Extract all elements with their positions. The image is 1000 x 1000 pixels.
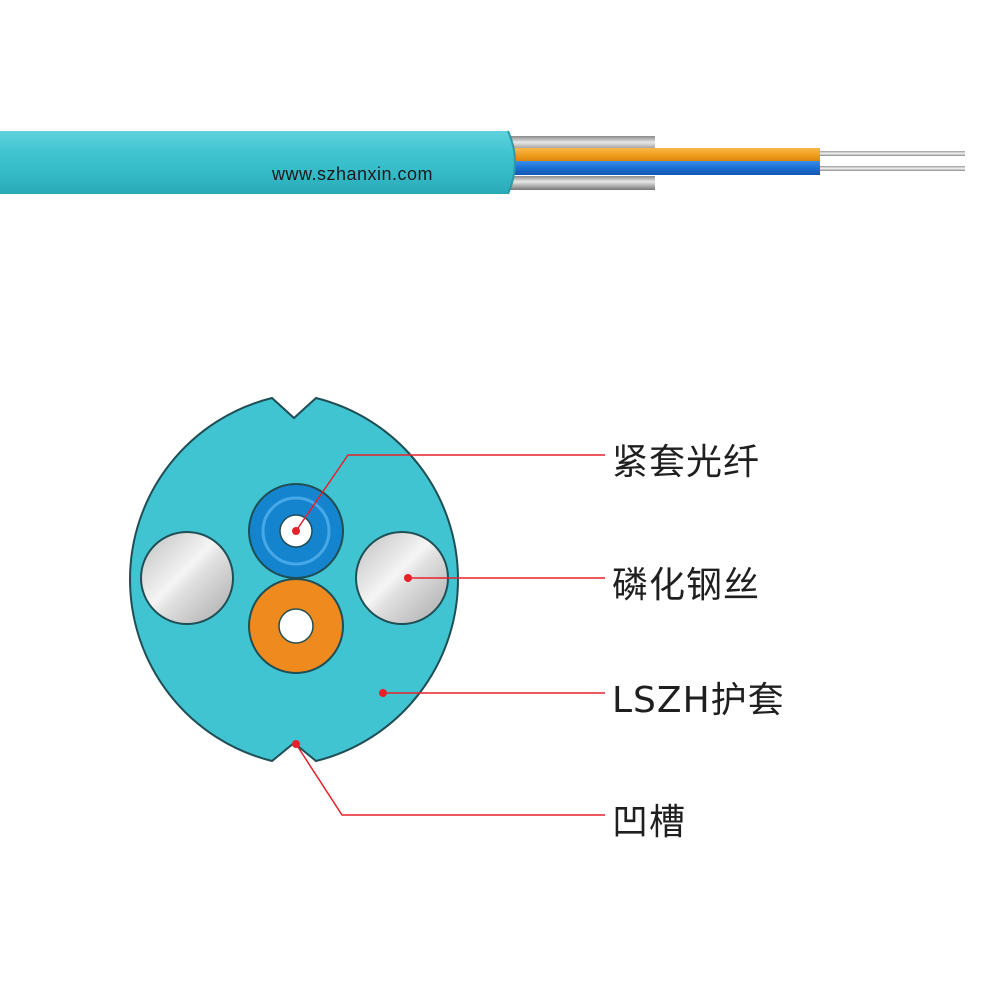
label-tight-buffer-fiber: 紧套光纤 (612, 442, 761, 483)
leader-groove (295, 743, 605, 816)
label-lszh-jacket: LSZH护套 (612, 680, 785, 721)
jacket-side (0, 131, 515, 194)
cable-cross-section (129, 396, 459, 763)
cable-side-view (0, 130, 965, 195)
blue-tight-buffer (505, 161, 820, 175)
bare-fiber-top (815, 151, 965, 156)
leader-dots (292, 527, 412, 748)
leader-lines (295, 454, 605, 816)
label-phosphated-steel-wire: 磷化钢丝 (612, 565, 761, 606)
dot-groove (292, 740, 300, 748)
blue-buffer-ring (261, 496, 331, 566)
bare-fiber-bottom (815, 166, 965, 171)
orange-tight-buffer (505, 148, 820, 161)
dot-fiber (292, 527, 300, 535)
dot-steel (404, 574, 412, 582)
leader-fiber (295, 454, 605, 532)
label-groove: 凹槽 (612, 802, 687, 843)
steel-wire-bottom (505, 176, 655, 190)
website-label: www.szhanxin.com (272, 164, 434, 184)
steel-wire-left (140, 531, 234, 625)
dot-jacket (379, 689, 387, 697)
jacket-end-face (507, 130, 516, 195)
orange-fiber-core (278, 608, 314, 644)
